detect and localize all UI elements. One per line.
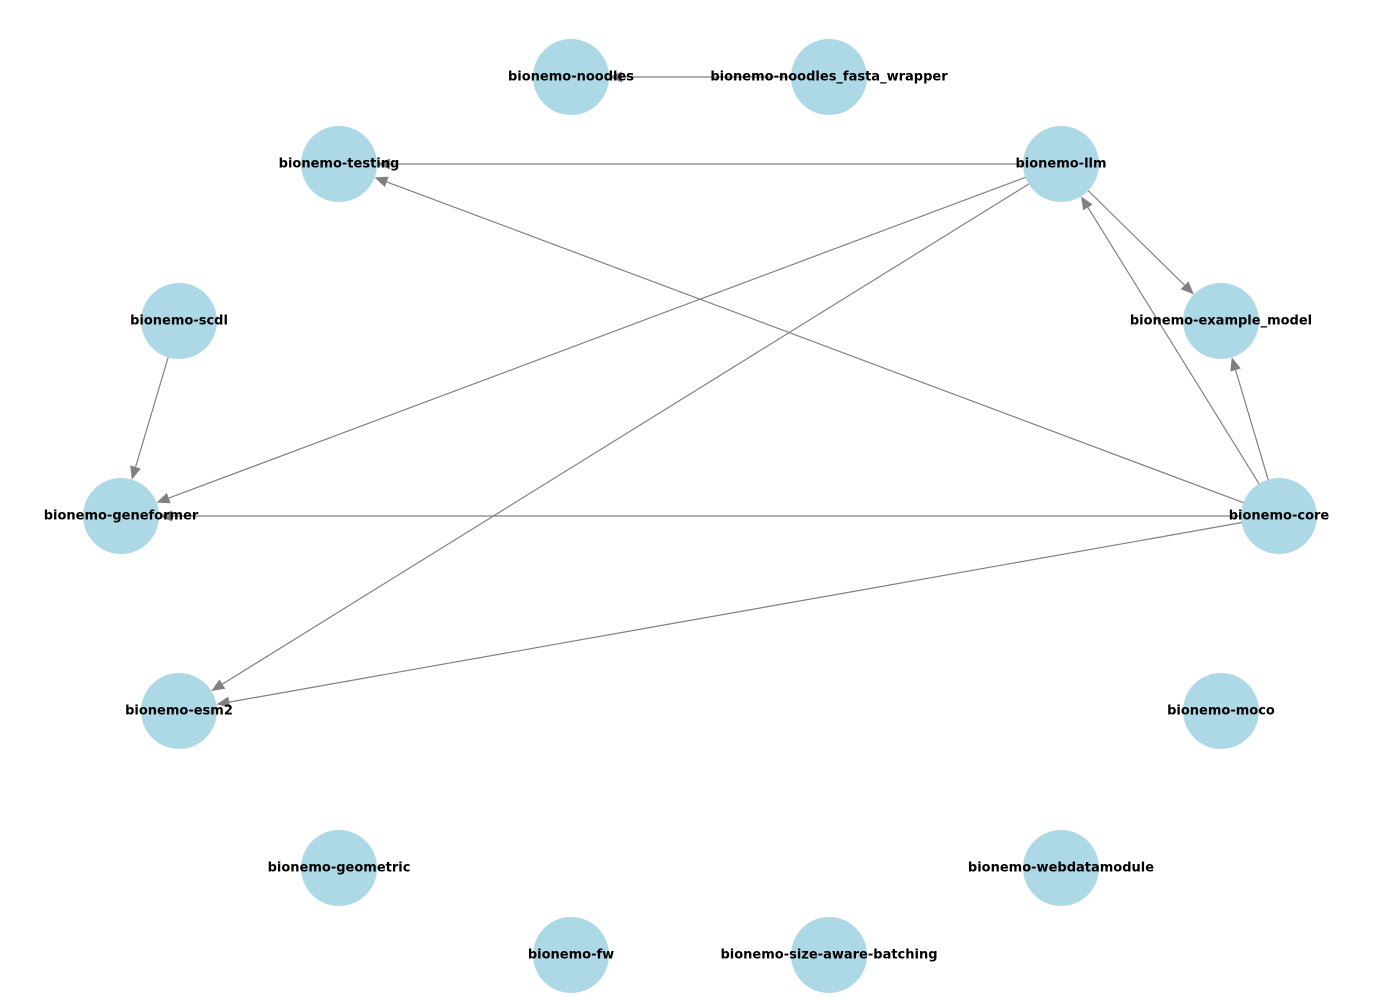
node-esm2 (141, 673, 217, 749)
edge-llm-to-esm2 (211, 163, 1062, 691)
node-label-example-model: bionemo-example_model (1130, 314, 1312, 329)
node-label-esm2: bionemo-esm2 (125, 704, 233, 719)
edge-llm-to-geneformer (156, 163, 1062, 504)
node-label-moco: bionemo-moco (1167, 704, 1275, 719)
node-webdatamodule (1023, 830, 1099, 906)
arrowhead-icon (216, 696, 231, 708)
arrowhead-icon (211, 679, 226, 691)
edge-line (1087, 207, 1280, 517)
node-core (1241, 478, 1317, 554)
arrowhead-icon (159, 510, 172, 522)
edge-line (229, 515, 1280, 703)
node-label-noodles: bionemo-noodles (508, 70, 634, 85)
node-example-model (1183, 283, 1259, 359)
node-geneformer (83, 478, 159, 554)
node-label-llm: bionemo-llm (1015, 157, 1106, 172)
edge-core-to-geneformer (159, 510, 1279, 522)
arrowhead-icon (374, 176, 389, 188)
nodes-layer: bionemo-noodles bionemo-noodles_fasta_wra… (44, 39, 1330, 993)
edge-line (222, 163, 1062, 685)
node-fw (533, 917, 609, 993)
node-label-size-aware: bionemo-size-aware-batching (720, 948, 937, 963)
node-testing (301, 126, 377, 202)
node-label-geometric: bionemo-geometric (268, 861, 411, 876)
arrowhead-icon (1180, 281, 1194, 295)
node-label-core: bionemo-core (1229, 509, 1330, 524)
edge-llm-to-testing (377, 158, 1061, 170)
arrowhead-icon (377, 158, 390, 170)
edge-core-to-esm2 (216, 515, 1280, 708)
node-label-fw: bionemo-fw (528, 948, 614, 963)
edge-core-to-testing (374, 176, 1280, 517)
node-label-testing: bionemo-testing (279, 157, 400, 172)
node-noodles (533, 39, 609, 115)
edges-layer (130, 71, 1280, 708)
node-label-webdatamodule: bionemo-webdatamodule (968, 861, 1154, 876)
node-noodles-fasta (791, 39, 867, 115)
node-llm (1023, 126, 1099, 202)
edge-line (168, 163, 1062, 499)
arrowhead-icon (609, 71, 622, 83)
arrowhead-icon (156, 492, 171, 504)
node-size-aware (791, 917, 867, 993)
node-label-noodles-fasta: bionemo-noodles_fasta_wrapper (710, 70, 948, 85)
node-moco (1183, 673, 1259, 749)
arrowhead-icon (1081, 196, 1093, 211)
edge-line (386, 181, 1280, 517)
arrowhead-icon (1230, 357, 1241, 372)
edge-core-to-llm (1081, 196, 1280, 517)
arrowhead-icon (130, 465, 141, 480)
node-geometric (301, 830, 377, 906)
node-label-geneformer: bionemo-geneformer (44, 509, 199, 524)
node-label-scdl: bionemo-scdl (130, 314, 228, 329)
node-scdl (141, 283, 217, 359)
